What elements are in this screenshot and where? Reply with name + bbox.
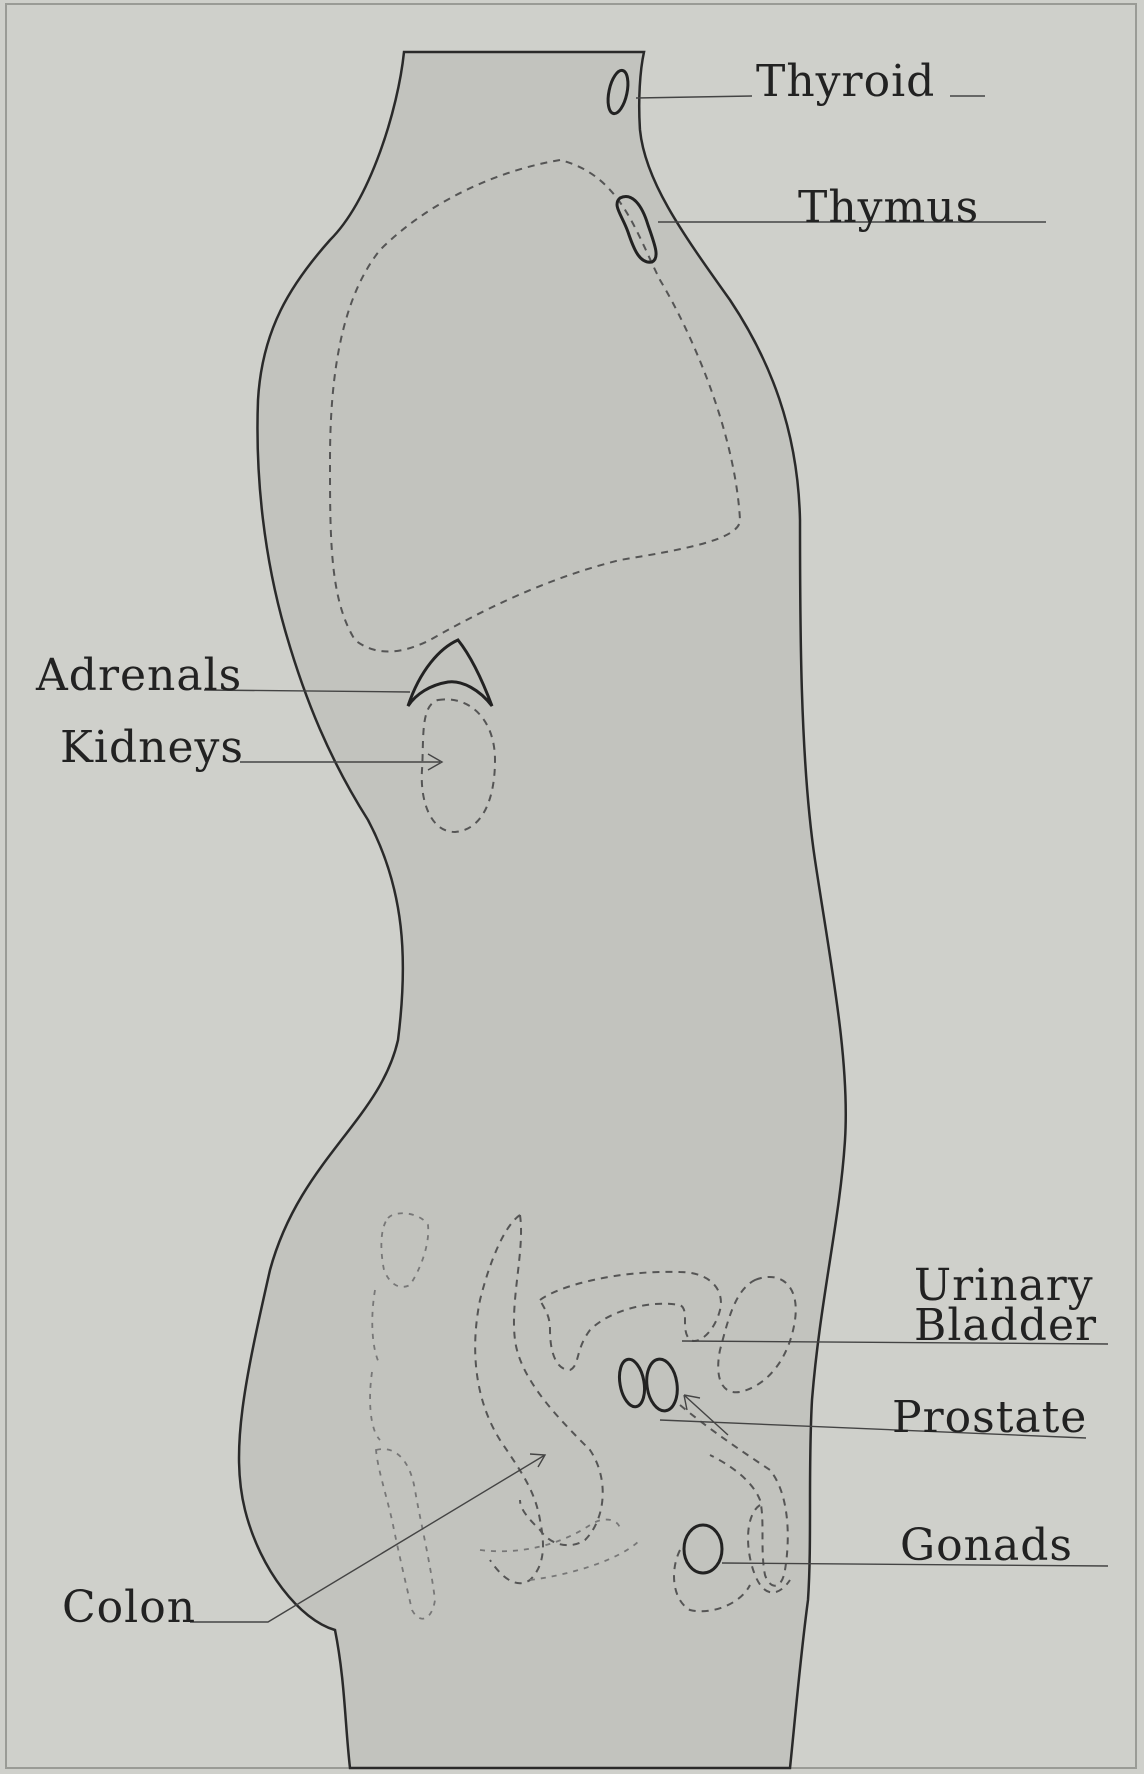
label-colon: Colon <box>62 1582 196 1633</box>
label-bladder: Bladder <box>914 1300 1097 1351</box>
label-adrenals: Adrenals <box>35 650 242 701</box>
label-kidneys: Kidneys <box>60 722 244 773</box>
label-prostate: Prostate <box>892 1392 1087 1443</box>
label-gonads: Gonads <box>900 1520 1073 1571</box>
body-silhouette <box>239 52 846 1768</box>
label-thyroid: Thyroid <box>756 56 935 107</box>
thyroid-leader <box>636 96 752 98</box>
label-thymus: Thymus <box>798 182 979 233</box>
